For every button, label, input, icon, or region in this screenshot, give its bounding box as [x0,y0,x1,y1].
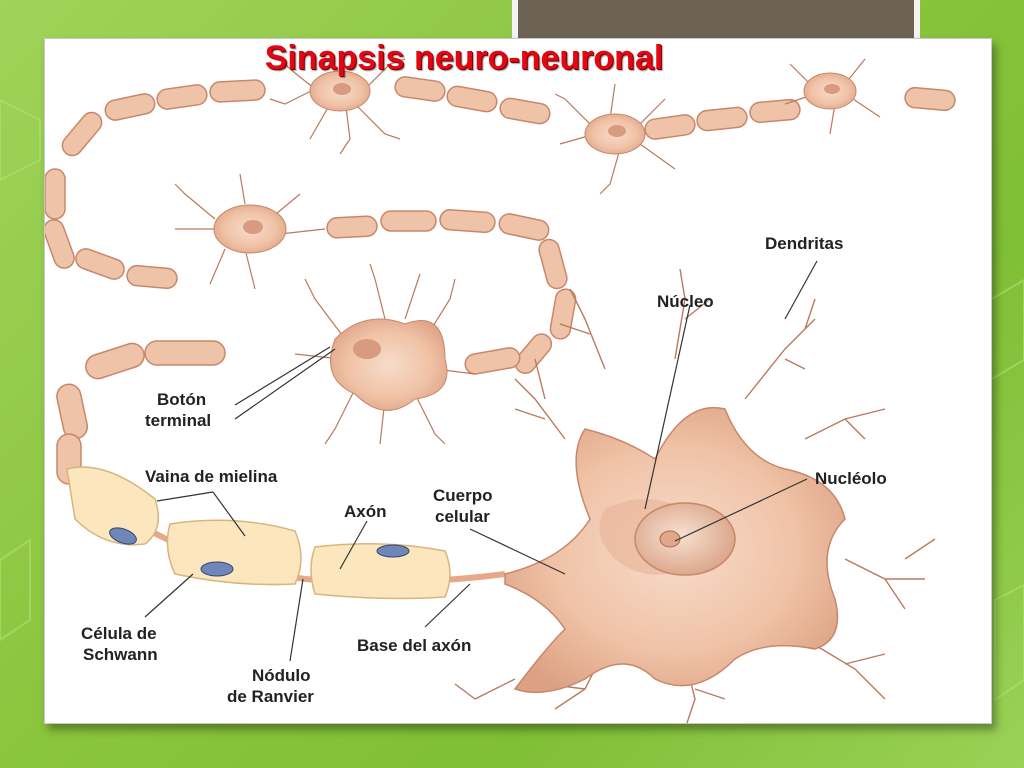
label-vaina: Vaina de mielina [145,467,278,486]
slide-title: Sinapsis neuro-neuronal [264,39,664,77]
label-base-axon: Base del axón [357,636,471,655]
myelin-segment [66,466,160,546]
top-axon-chain [45,76,956,290]
schwann-nucleus [376,544,410,558]
label-boton-line2: terminal [145,411,211,430]
medium-neuron [294,263,476,445]
small-neuron-4 [174,173,326,290]
myelin-segment [166,519,302,586]
middle-axon-chain [326,209,577,375]
label-nodulo-line2: de Ranvier [227,687,314,706]
neuron-diagram: Dendritas Núcleo Nucléolo Botón terminal… [45,58,956,723]
schwann-nucleus [109,527,137,545]
label-celula-line1: Célula de [81,624,157,643]
label-dendritas: Dendritas [765,234,843,253]
cell-nucleus [634,502,736,576]
myelin-segment [310,543,451,600]
label-cuerpo-line1: Cuerpo [433,486,493,505]
main-axon [66,466,506,600]
label-nucleolo: Nucléolo [815,469,887,488]
label-nucleo: Núcleo [657,292,714,311]
large-neuron-dendrites [454,268,936,723]
slide-card: Dendritas Núcleo Nucléolo Botón terminal… [44,38,992,724]
nucleolus [659,530,681,548]
label-cuerpo-line2: celular [435,507,490,526]
small-neuron-3 [784,58,881,135]
label-boton-line1: Botón [157,390,206,409]
small-neuron-2 [554,83,676,195]
label-nodulo-line1: Nódulo [252,666,311,685]
lower-axon-chain [56,340,226,485]
small-neuron-1 [269,58,406,155]
schwann-nucleus [200,561,234,577]
label-axon: Axón [344,502,387,521]
leader-lines [144,260,818,662]
large-neuron [454,268,936,723]
label-celula-line2: Schwann [83,645,158,664]
